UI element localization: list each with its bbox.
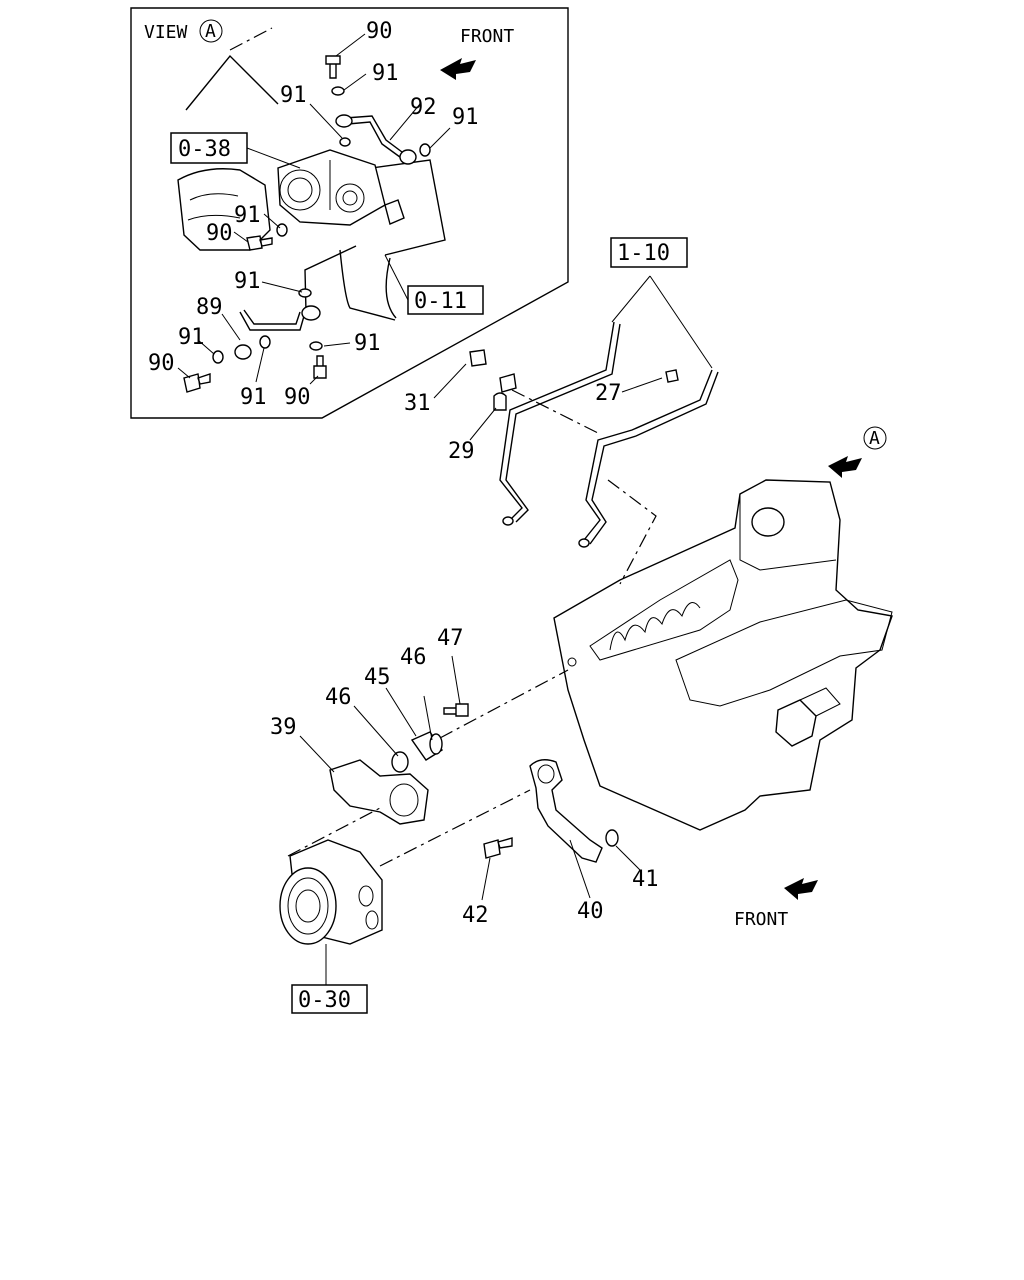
callout-46: 46 <box>325 685 352 710</box>
washer-91c <box>419 143 431 157</box>
callout-92: 92 <box>410 95 437 120</box>
callout-91: 91 <box>234 203 261 228</box>
water-pump <box>279 839 383 945</box>
washer-91a <box>331 86 345 96</box>
callout-91: 91 <box>178 325 205 350</box>
callout-29: 29 <box>448 439 475 464</box>
callout-45: 45 <box>364 665 391 690</box>
engine-block <box>553 479 893 831</box>
callout-46: 46 <box>400 645 427 670</box>
callout-27: 27 <box>595 381 622 406</box>
gasket-46b <box>429 733 443 755</box>
bolt-90d-icon <box>313 355 327 379</box>
view-title: VIEW <box>144 22 188 43</box>
o-ring-41 <box>605 829 619 847</box>
banjo-fitting-92b <box>399 149 417 165</box>
callout-40: 40 <box>577 899 604 924</box>
callout-90: 90 <box>284 385 311 410</box>
thermostat-housing <box>329 703 469 825</box>
water-pipe-40 <box>483 759 619 863</box>
front-arrow-icon <box>784 878 818 900</box>
bolt-90c-icon <box>183 373 211 393</box>
pipe-assembly-1-10 <box>469 275 719 585</box>
washer-91e <box>298 288 312 298</box>
callout-91: 91 <box>240 385 267 410</box>
callout-90: 90 <box>206 221 233 246</box>
ref-0-38: 0-38 <box>178 137 231 162</box>
banjo-fitting-92a <box>335 114 353 128</box>
callout-91: 91 <box>452 105 479 130</box>
bolt-47-icon <box>443 703 469 717</box>
callout-91: 91 <box>234 269 261 294</box>
washer-91d <box>276 223 288 237</box>
view-circle-letter: A <box>205 21 216 42</box>
front-inset-label: FRONT <box>460 26 514 47</box>
callout-31: 31 <box>404 391 431 416</box>
ref-1-10: 1-10 <box>617 241 670 266</box>
callout-91: 91 <box>280 83 307 108</box>
ref-0-11: 0-11 <box>414 289 467 314</box>
bolt-42-icon <box>483 837 513 859</box>
inset-view-a: VIEW A FRONT <box>130 7 569 419</box>
view-direction-arrow-icon <box>828 456 862 478</box>
front-inset-arrow-icon <box>440 58 476 80</box>
bolt-90b-icon <box>246 235 273 251</box>
washer-91f <box>212 350 224 364</box>
banjo-fitting-89 <box>234 344 252 360</box>
marker-a-letter: A <box>869 428 880 449</box>
front-main-label: FRONT <box>734 909 788 930</box>
washer-91b <box>339 137 351 147</box>
callout-91: 91 <box>372 61 399 86</box>
bolt-90a-icon <box>325 55 341 79</box>
callout-90: 90 <box>148 351 175 376</box>
washer-91g <box>259 335 271 349</box>
marker-a-icon <box>863 426 887 450</box>
callout-90: 90 <box>366 19 393 44</box>
ref-box-0-30 <box>291 984 368 1014</box>
callout-89: 89 <box>196 295 223 320</box>
gasket-46a <box>391 751 409 773</box>
washer-91h <box>309 341 323 351</box>
pump-assembly-inset <box>277 149 405 226</box>
view-circle-icon <box>199 19 223 43</box>
callout-42: 42 <box>462 903 489 928</box>
callout-47: 47 <box>437 626 464 651</box>
ref-box-1-10 <box>610 237 688 268</box>
banjo-fitting-89b <box>301 305 321 321</box>
callout-39: 39 <box>270 715 297 740</box>
callout-41: 41 <box>632 867 659 892</box>
ref-0-30: 0-30 <box>298 988 351 1013</box>
callout-91: 91 <box>354 331 381 356</box>
